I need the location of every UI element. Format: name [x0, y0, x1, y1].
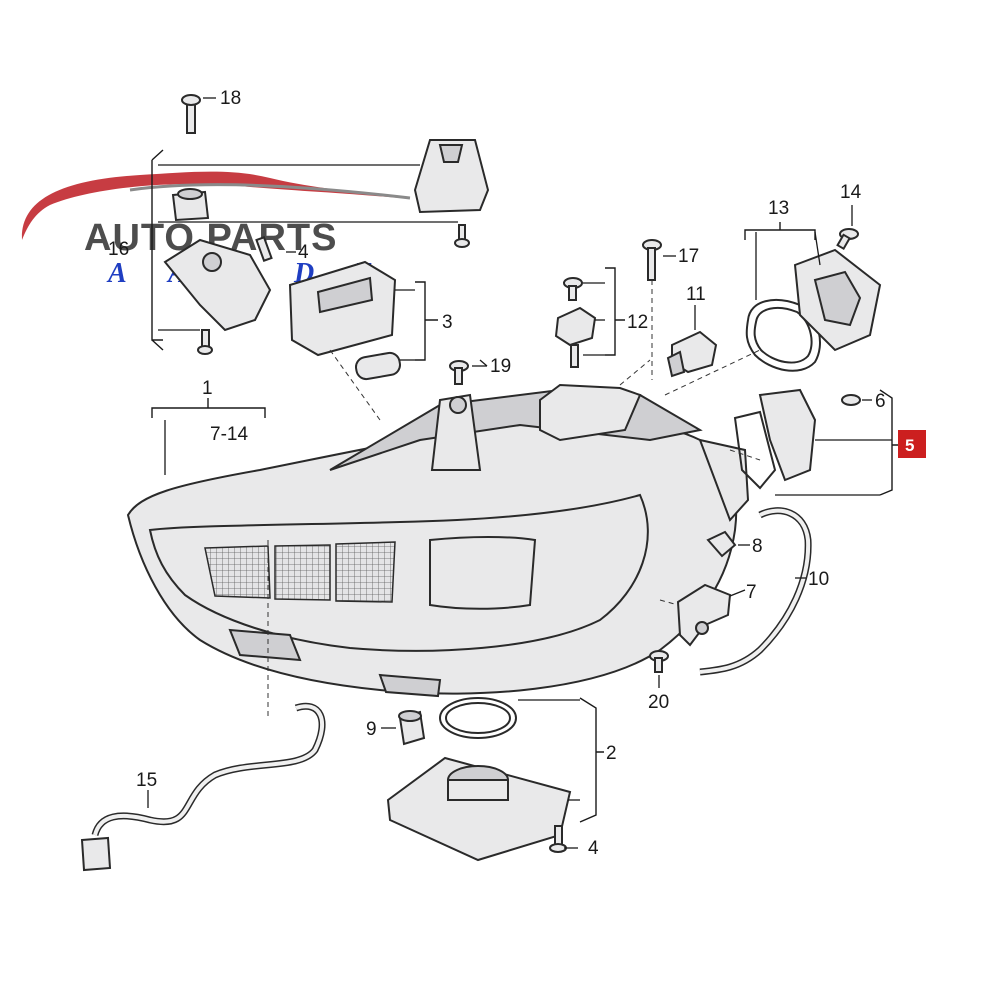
- headlight-housing: [126, 383, 750, 698]
- callout-8: 8: [752, 536, 763, 557]
- guide-lines: [267, 280, 761, 720]
- callout-3: 3: [442, 312, 453, 333]
- callout-20: 20: [648, 692, 669, 713]
- control-module-3: [255, 236, 401, 381]
- control-unit-2: [386, 756, 572, 862]
- callout-labels: 18 16 4 3 19 12 17 11 13 14 6 5 8 7 10 2…: [108, 88, 926, 859]
- callout-7: 7: [746, 582, 757, 603]
- callout-4-top: 4: [298, 242, 309, 263]
- callout-18: 18: [220, 88, 241, 109]
- bracket-16: [163, 238, 272, 355]
- callout-1: 1: [202, 378, 213, 399]
- callout-9: 9: [366, 719, 377, 740]
- cover-cap-14: [793, 228, 882, 352]
- callout-5: 5: [905, 436, 914, 455]
- leaders: [147, 97, 900, 849]
- callout-19: 19: [490, 356, 511, 377]
- adjuster-12: [554, 277, 597, 368]
- callout-2: 2: [606, 743, 617, 764]
- mounting-bracket-top: [413, 139, 490, 248]
- callout-16: 16: [108, 239, 129, 260]
- watermark-letter-1: A: [106, 258, 127, 289]
- callout-1-range: 7-14: [210, 424, 248, 445]
- callout-4-bottom: 4: [588, 838, 599, 859]
- cover-5: [733, 388, 861, 490]
- wire-10: [699, 507, 812, 676]
- callout-10: 10: [808, 569, 829, 590]
- nut-16: [171, 188, 210, 222]
- bolt-18: [181, 94, 201, 134]
- callout-dashes: [286, 251, 488, 367]
- socket-8: [706, 530, 737, 558]
- gasket-13: [745, 299, 821, 372]
- wire-15: [80, 702, 326, 872]
- bracket-7: [676, 583, 732, 647]
- callout-13: 13: [768, 198, 789, 219]
- screw-17: [642, 239, 662, 281]
- callout-6: 6: [875, 391, 886, 412]
- callout-11: 11: [686, 284, 706, 305]
- ring-2: [439, 697, 517, 739]
- screw-20: [649, 650, 669, 673]
- bulb-11: [666, 330, 718, 378]
- callout-17: 17: [678, 246, 699, 267]
- watermark-swoosh-line-icon: [129, 183, 411, 200]
- grommet-9: [398, 710, 426, 746]
- callout-15: 15: [136, 770, 157, 791]
- callout-12: 12: [627, 312, 648, 333]
- callout-14: 14: [840, 182, 862, 203]
- highlight-badge: 5: [898, 430, 926, 458]
- screw-19: [449, 360, 469, 385]
